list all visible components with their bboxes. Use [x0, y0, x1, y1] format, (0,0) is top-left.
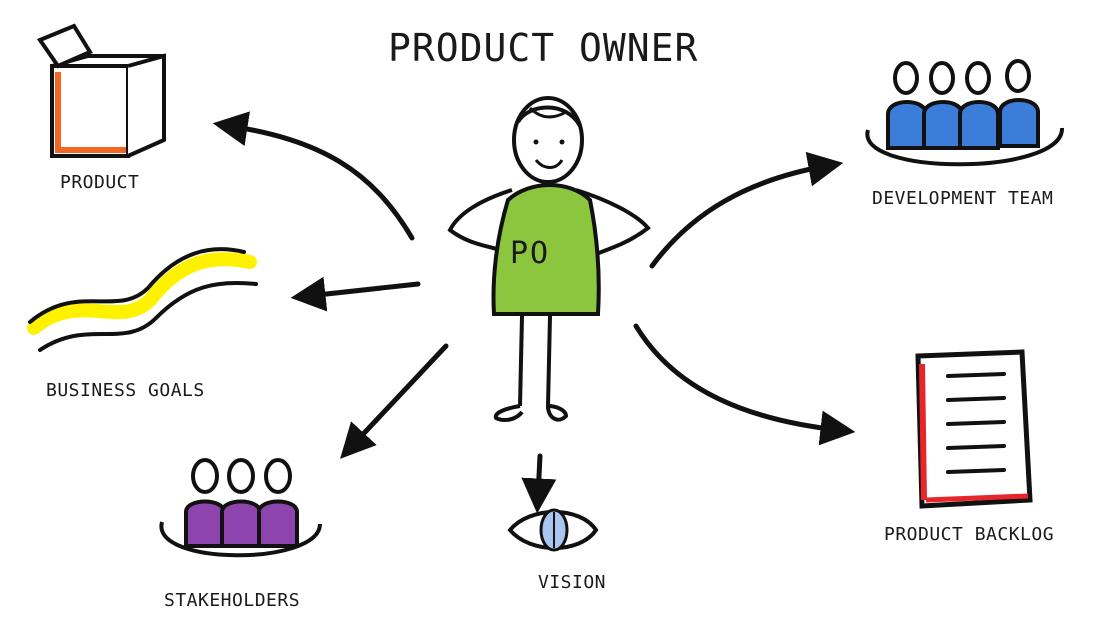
people-group-icon: [159, 458, 322, 558]
arrow-to-vision: [521, 453, 557, 514]
label-product: PRODUCT: [60, 172, 140, 193]
arrow-to-business-goals: [290, 276, 421, 312]
page-title: PRODUCT OWNER: [388, 26, 699, 70]
label-vision: VISION: [538, 572, 607, 593]
arrow-to-development-team: [649, 151, 844, 269]
arrow-to-product-backlog: [633, 323, 856, 446]
eye-icon: [507, 508, 599, 552]
document-icon: [915, 349, 1033, 509]
label-business-goals: BUSINESS GOALS: [46, 380, 205, 401]
product-owner-figure: [447, 96, 651, 422]
label-product-backlog: PRODUCT BACKLOG: [884, 524, 1055, 545]
wave-icon: [27, 247, 258, 352]
label-development-team: DEVELOPMENT TEAM: [872, 188, 1054, 209]
box-icon: [36, 23, 166, 158]
label-stakeholders: STAKEHOLDERS: [164, 590, 301, 611]
arrow-to-product: [212, 111, 415, 241]
center-label: PO: [510, 236, 551, 271]
team-icon: [865, 59, 1065, 167]
arrow-to-stakeholders: [340, 343, 449, 459]
